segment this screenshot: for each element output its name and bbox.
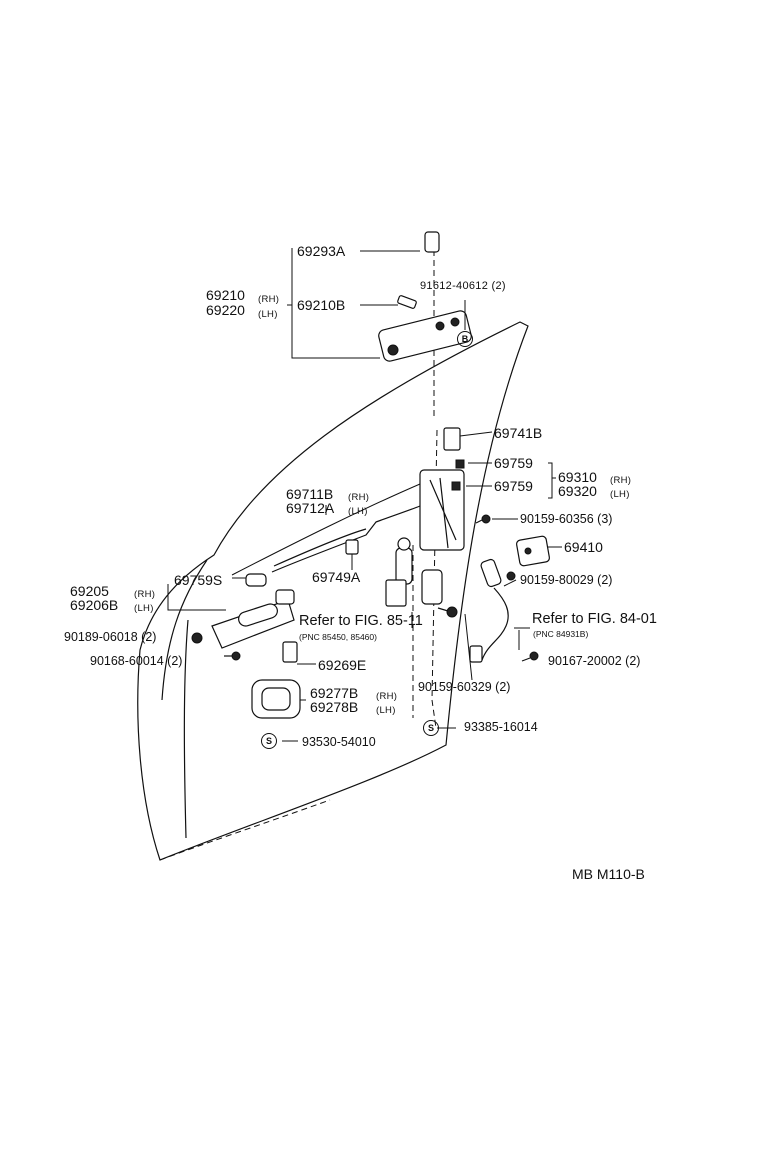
callout-69410: 69410: [564, 539, 603, 555]
handle-bezel-part: [251, 679, 301, 719]
callout-69749A: 69749A: [312, 569, 361, 585]
tag-lh-69206B: (LH): [134, 603, 154, 614]
tag-lh-69712A: (LH): [348, 506, 368, 517]
callout-69759S: 69759S: [174, 572, 223, 588]
tag-rh-69277B: (RH): [376, 691, 398, 702]
callout-90159-60356: 90159-60356 (3): [520, 512, 613, 526]
callout-69759-upper: 69759: [494, 455, 533, 471]
door-switch-part: [516, 535, 550, 567]
callout-90159-60329: 90159-60329 (2): [418, 680, 511, 694]
circle-mark-s-left: S: [261, 733, 277, 749]
callout-69269E: 69269E: [318, 657, 367, 673]
callout-69277B: 69277B: [310, 685, 359, 701]
callout-90189-06018: 90189-06018 (2): [64, 630, 157, 644]
callout-69206B: 69206B: [70, 597, 119, 613]
callout-90167-20002: 90167-20002 (2): [548, 654, 641, 668]
callout-90159-80029: 90159-80029 (2): [520, 573, 613, 587]
callout-90168-60014: 90168-60014 (2): [90, 654, 183, 668]
callout-69320: 69320: [558, 483, 597, 499]
tag-lh-69278B: (LH): [376, 705, 396, 716]
callout-69278B: 69278B: [310, 699, 359, 715]
callout-69711B: 69711B: [286, 486, 334, 502]
door-lock-assembly-part: [419, 427, 465, 605]
reference-pnc-85: (PNC 85450, 85460): [299, 632, 377, 642]
circle-mark-s-right: S: [423, 720, 439, 736]
rod-clip-part: [345, 539, 359, 555]
callout-69210: 69210: [206, 287, 245, 303]
outside-handle-part: [378, 231, 472, 362]
bracket-69210-group: [291, 248, 380, 359]
tag-rh-69310: (RH): [610, 475, 632, 486]
callout-69741B: 69741B: [494, 425, 543, 441]
tag-lh: (LH): [258, 309, 278, 320]
reference-fig-85-11: Refer to FIG. 85-11: [299, 613, 423, 629]
reference-pnc-84: (PNC 84931B): [533, 629, 589, 639]
callout-69759-lower: 69759: [494, 478, 533, 494]
callout-69210B: 69210B: [297, 297, 346, 313]
callout-69310: 69310: [558, 469, 597, 485]
bolts: [191, 514, 539, 662]
callout-69293A: 69293A: [297, 243, 346, 259]
tag-rh-69711B: (RH): [348, 492, 370, 503]
tag-rh-69205: (RH): [134, 589, 156, 600]
figure-code: MB M110-B: [572, 866, 645, 882]
circle-mark-b: B: [457, 331, 473, 347]
wire-harness-part: [469, 558, 509, 663]
callout-69712A: 69712A: [286, 500, 335, 516]
lock-rod: [271, 505, 421, 573]
door-outline: [137, 321, 529, 861]
pad-part: [282, 641, 298, 663]
callout-93385-16014: 93385-16014: [464, 720, 538, 734]
callout-69220: 69220: [206, 302, 245, 318]
inside-handle-part: [211, 573, 295, 649]
callout-91612: 91612-40612 (2): [420, 280, 506, 292]
callout-93530-54010: 93530-54010: [302, 735, 376, 749]
callout-69205: 69205: [70, 583, 109, 599]
tag-lh-69320: (LH): [610, 489, 630, 500]
reference-fig-84-01: Refer to FIG. 84-01: [532, 611, 657, 627]
lock-actuator-part: [385, 537, 413, 607]
tag-rh: (RH): [258, 294, 280, 305]
